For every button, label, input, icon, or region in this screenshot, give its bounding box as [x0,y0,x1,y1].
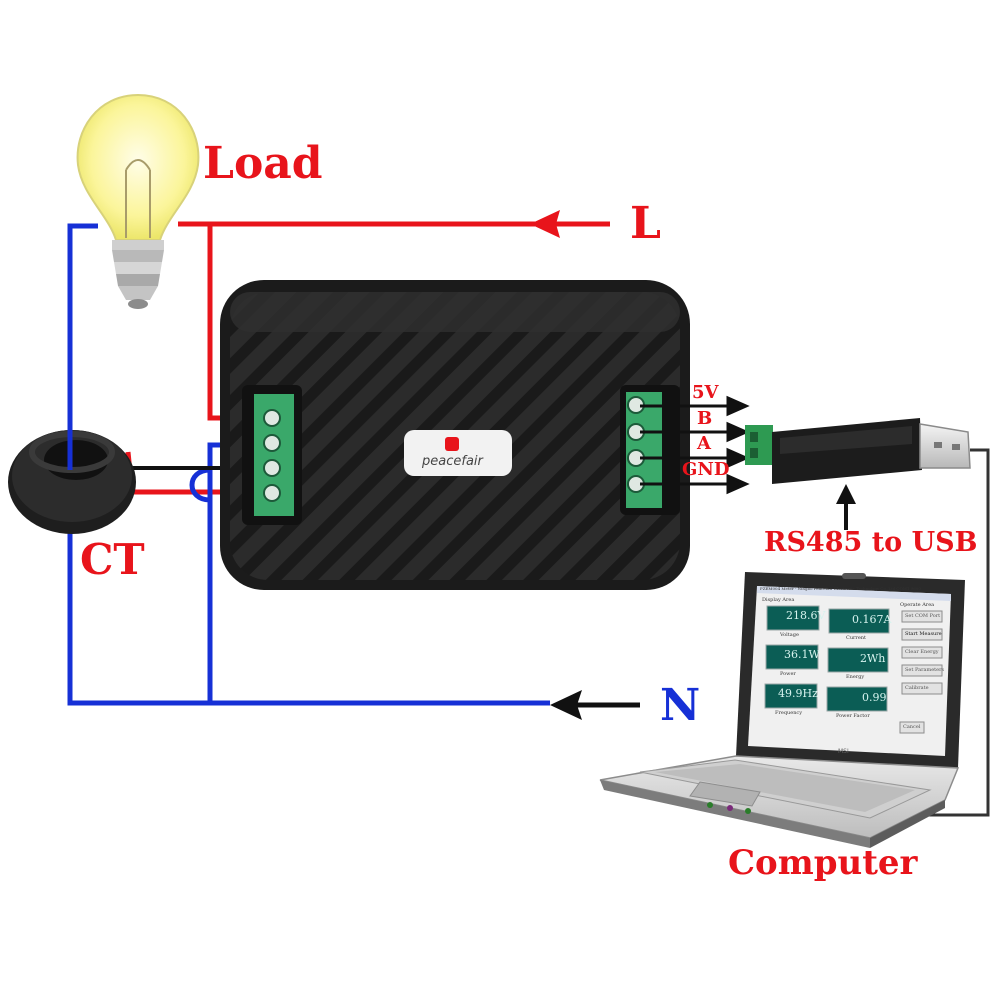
left-terminal-screws [263,409,281,502]
live-arrow [530,210,610,238]
display-area-label: Display Area [762,597,795,603]
computer-label: Computer [728,843,918,883]
pin-label-b: B [697,408,713,429]
right-terminal-screws [627,396,645,493]
laptop-icon [599,572,965,848]
pin-label-gnd: GND [682,459,730,480]
laptop-title-bar: PZEM004 Meter - Ningbo Peacefair Electro… [760,586,921,591]
current-caption: Current [846,635,867,641]
power-factor-caption: Power Factor [836,713,870,719]
cancel-button: Cancel [903,724,921,730]
operate-area-label: Operate Area [900,602,935,608]
pin-arrows [640,395,750,495]
set-parameters-button: Set Parameters [905,667,945,673]
usb-cable [880,448,990,817]
laptop-brand: MSI [838,748,849,755]
lightbulb-icon [76,93,200,309]
energy-meter-module [220,280,690,590]
rs485-usb-adapter [745,418,971,484]
energy-value: 2Wh [860,652,886,665]
clear-energy-button: Clear Energy [905,649,939,655]
calibrate-button: Calibrate [905,685,929,691]
ct-label: CT [80,535,145,584]
frequency-caption: Frequency [775,710,803,716]
current-value: 0.167A [852,613,892,626]
power-value: 36.1W [784,648,820,661]
ct-ring-icon [8,430,136,534]
load-label: Load [203,138,323,189]
set-com-port-button: Set COM Port [905,613,941,619]
wire-crossover-loop [189,467,211,503]
voltage-value: 218.6V [786,609,826,622]
brand-label: peacefair [422,454,483,469]
start-measure-button: Start Measure [905,631,942,637]
frequency-value: 49.9Hz [778,687,818,700]
neutral-arrow [550,690,640,720]
neutral-label: N [660,680,701,731]
pin-label-a: A [697,433,711,454]
pin-label-5v: 5V [692,382,719,403]
live-label: L [630,198,661,249]
rs485-label: RS485 to USB [764,527,978,558]
energy-caption: Energy [846,674,865,680]
power-factor-value: 0.99 [862,691,887,704]
voltage-caption: Voltage [780,632,799,638]
power-caption: Power [780,671,796,677]
rs485-arrow [836,484,856,530]
